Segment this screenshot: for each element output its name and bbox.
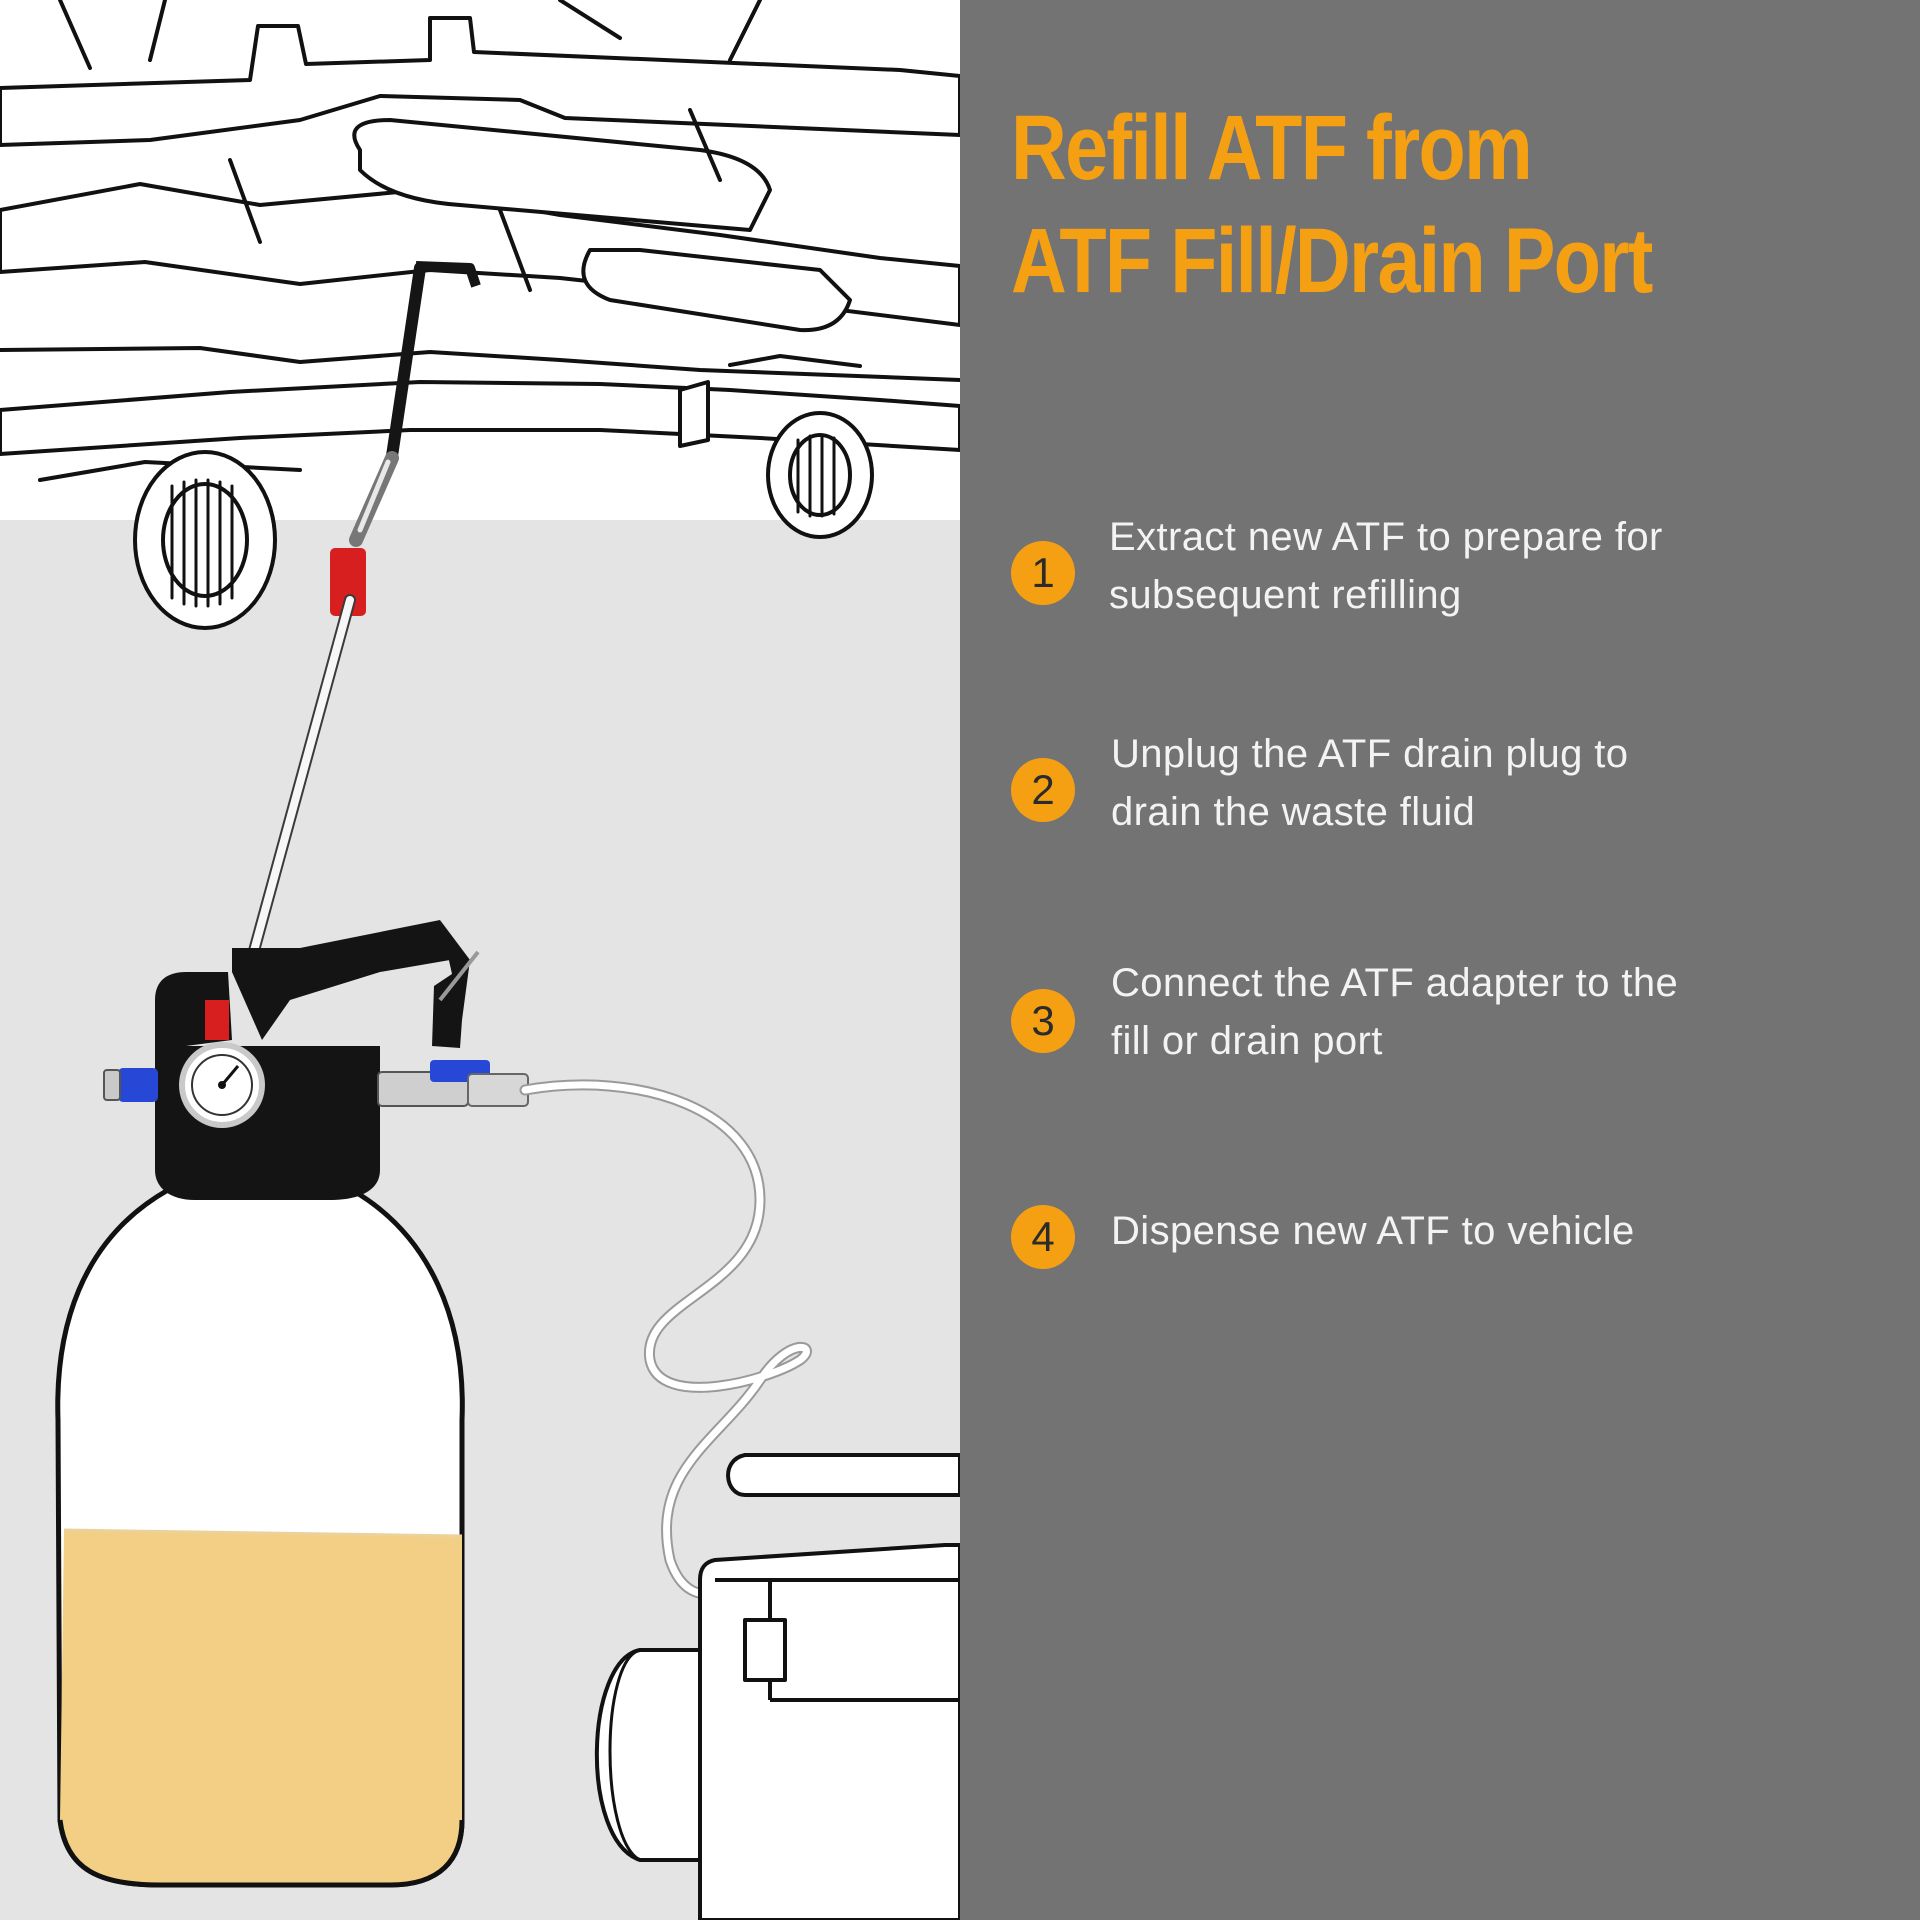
pressure-relief-valve (205, 1000, 229, 1040)
blue-coupler (118, 1068, 158, 1102)
left-wheel (133, 450, 277, 630)
step-text-line-1: Extract new ATF to prepare for (1109, 515, 1663, 559)
extractor-tank (55, 1187, 465, 1888)
title-line-1: Refill ATF from (1011, 97, 1533, 199)
instructions-panel (960, 0, 1920, 1920)
step-number-badge: 3 (1011, 989, 1075, 1053)
suction-wand (240, 261, 481, 986)
step-text: Dispense new ATF to vehicle (1111, 1202, 1851, 1260)
step-text: Extract new ATF to prepare for subsequen… (1109, 508, 1849, 624)
step-text-line-1: Unplug the ATF drain plug to (1111, 732, 1629, 776)
step-text-line-1: Dispense new ATF to vehicle (1111, 1209, 1635, 1253)
transmission-refill-illustration (0, 0, 960, 1920)
step-text: Unplug the ATF drain plug to drain the w… (1111, 725, 1851, 841)
illustration-area (0, 0, 960, 1920)
air-compressor-drawing (594, 1453, 960, 1920)
step-text: Connect the ATF adapter to the fill or d… (1111, 954, 1851, 1070)
outlet-hose (519, 1079, 812, 1600)
step-item-3: 3 Connect the ATF adapter to the fill or… (1011, 954, 1891, 1084)
vehicle-undercarriage-drawing (0, 0, 960, 630)
pump-head (103, 920, 529, 1200)
red-valve-handle (330, 548, 366, 616)
page-title: Refill ATF from ATF Fill/Drain Port (1011, 92, 1750, 318)
step-number-badge: 4 (1011, 1205, 1075, 1269)
fluid-level (60, 1530, 462, 1885)
step-number-badge: 2 (1011, 758, 1075, 822)
step-item-1: 1 Extract new ATF to prepare for subsequ… (1011, 508, 1891, 638)
title-line-2: ATF Fill/Drain Port (1011, 210, 1653, 312)
step-item-2: 2 Unplug the ATF drain plug to drain the… (1011, 725, 1891, 855)
step-text-line-2: subsequent refilling (1109, 573, 1462, 617)
step-number-badge: 1 (1011, 541, 1075, 605)
step-text-line-2: fill or drain port (1111, 1019, 1383, 1063)
right-wheel (766, 411, 874, 539)
step-text-line-2: drain the waste fluid (1111, 790, 1476, 834)
step-item-4: 4 Dispense new ATF to vehicle (1011, 1202, 1891, 1332)
step-text-line-1: Connect the ATF adapter to the (1111, 961, 1679, 1005)
